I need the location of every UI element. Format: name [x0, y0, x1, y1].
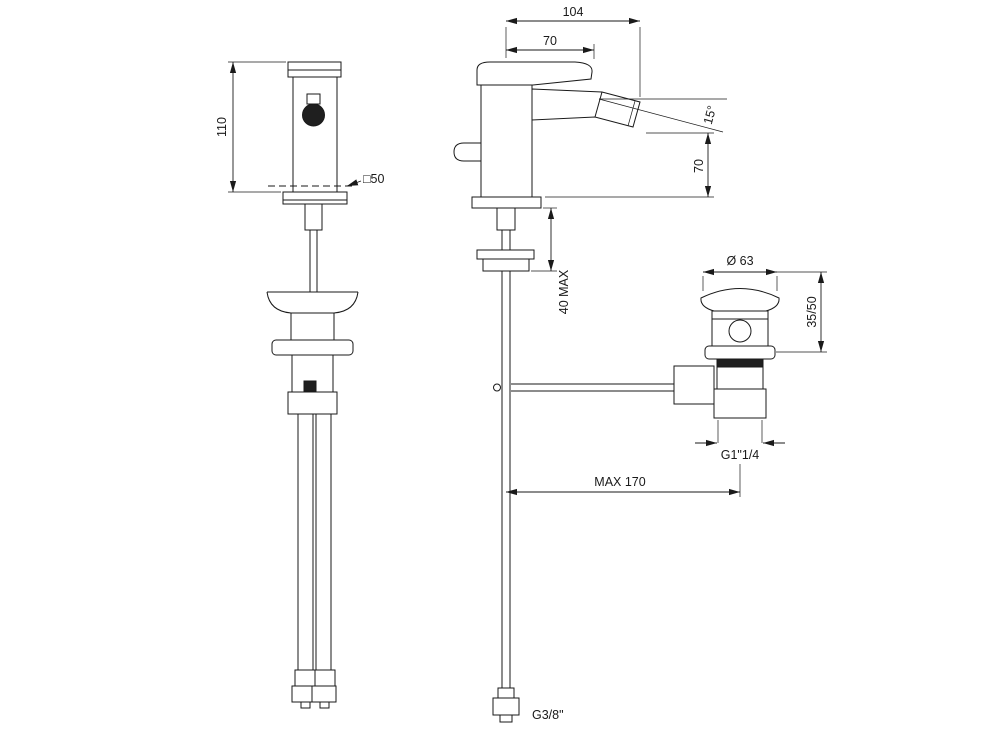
dim-deck-thickness: 40 MAX	[531, 207, 571, 314]
front-knob	[302, 103, 325, 127]
popup-rod	[493, 383, 684, 392]
front-view: 110 □50	[215, 61, 385, 709]
dim-spout-angle: 15°	[598, 98, 727, 133]
mounting-nut	[482, 258, 530, 272]
dim-drain-thread-label: G1"1/4	[721, 448, 760, 462]
dim-height-label: 110	[215, 117, 229, 137]
side-handle	[476, 61, 593, 86]
dim-spout-projection-label: 70	[543, 34, 557, 48]
front-threaded-stud	[304, 203, 323, 231]
dim-spout-height: 70	[545, 132, 714, 198]
dim-drain-thread: G1"1/4	[695, 420, 785, 462]
dim-cap-height-label: 35/50	[805, 296, 819, 327]
dim-spout-angle-label: 15°	[701, 104, 719, 126]
dim-cap-height: 35/50	[776, 271, 827, 353]
dim-deck-thickness-label: 40 MAX	[557, 269, 571, 314]
overflow-hole	[303, 380, 317, 392]
flex-hose-left	[297, 413, 314, 671]
rod-coupling-nut	[673, 365, 715, 405]
waste-cap	[700, 288, 780, 312]
dim-cap-diameter-label: Ø 63	[726, 254, 753, 268]
waste-tailpiece	[716, 366, 764, 390]
dim-cap-diameter: Ø 63	[702, 254, 778, 291]
mounting-washer	[476, 249, 535, 260]
side-back-lever	[453, 142, 481, 162]
dim-spout-height-label: 70	[692, 159, 706, 173]
waste-overflow-ring	[728, 319, 752, 343]
dim-total-projection-label: 104	[563, 5, 584, 19]
waste-assembly: Ø 63 35/50 G1"1/4	[673, 254, 827, 462]
side-spout	[531, 88, 641, 128]
waste-gasket	[716, 358, 764, 368]
side-threaded-stud	[496, 207, 516, 231]
front-knob-stem	[306, 93, 321, 105]
front-base-flange	[282, 191, 348, 205]
side-view: 104 70 15° 70 40 MAX	[453, 5, 741, 723]
dim-supply-thread-label: G3/8"	[532, 708, 564, 722]
front-popup-waste	[266, 291, 359, 415]
dim-height-110: 110	[215, 61, 286, 193]
dim-spout-projection: 70	[506, 34, 595, 59]
flex-hose-right	[315, 413, 332, 671]
dim-hose-reach-label: MAX 170	[594, 475, 645, 489]
supply-fitting	[492, 687, 520, 723]
dim-hose-reach: MAX 170	[506, 464, 741, 497]
hose-fittings	[291, 669, 337, 709]
waste-flange	[704, 345, 776, 360]
side-body	[480, 84, 533, 198]
dim-base-square: □50	[268, 172, 385, 187]
side-deck-plate	[471, 196, 542, 209]
waste-thread	[713, 388, 767, 419]
dim-base-square-label: □50	[363, 172, 385, 186]
